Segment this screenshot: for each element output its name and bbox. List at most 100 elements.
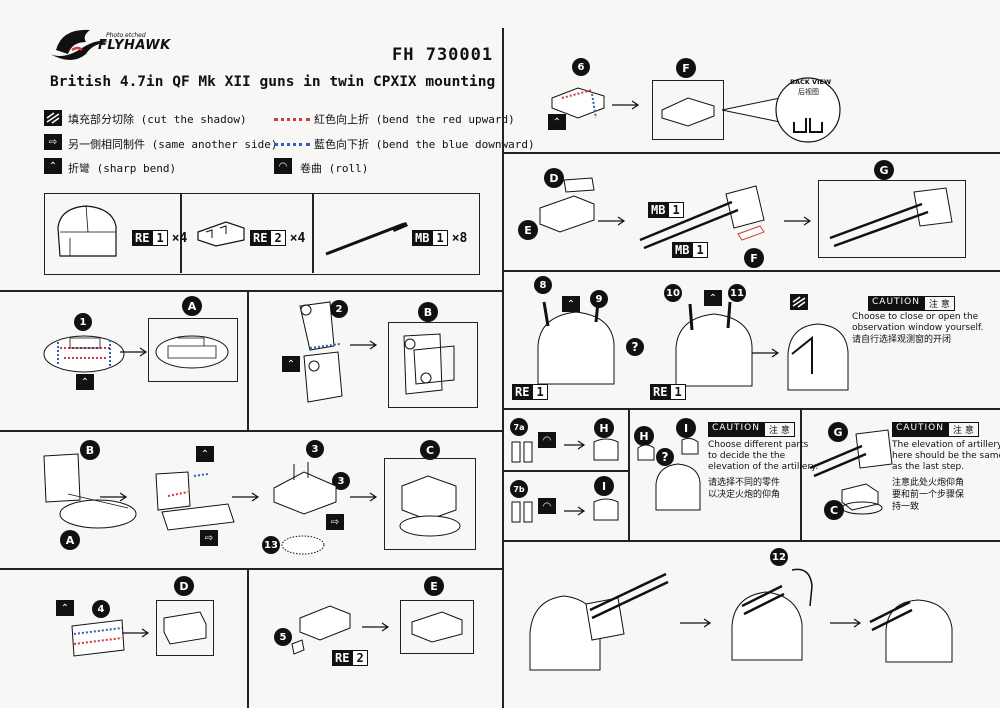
divider <box>0 290 502 292</box>
legend-red-up: 紅色向上折 (bend the red upward) <box>314 113 515 126</box>
result-E-drawing <box>411 611 463 643</box>
step4-drawing <box>71 619 125 657</box>
step7b-part <box>511 501 533 523</box>
step-number-5: 5 <box>274 628 292 646</box>
row4-mid-drawing <box>637 437 701 511</box>
label-G: G <box>874 160 894 180</box>
divider <box>800 408 802 540</box>
result-E-box <box>400 600 474 654</box>
label-F: F <box>744 248 764 268</box>
arrow-icon <box>564 440 586 450</box>
result-F-drawing <box>661 97 715 127</box>
step-number-1: 1 <box>74 313 92 331</box>
step-number-12: 12 <box>770 548 788 566</box>
arrow-icon <box>784 216 812 226</box>
step-number-9: 9 <box>590 290 608 308</box>
red-dash-line <box>274 118 310 121</box>
caution2-line-1: Choose different parts <box>708 440 809 450</box>
same-side-icon: ⇨ <box>326 514 344 530</box>
row4-right-drawing <box>809 429 893 515</box>
step-number-13: 13 <box>262 536 280 554</box>
label-E: E <box>424 576 444 596</box>
step1-drawing <box>43 335 125 373</box>
divider <box>504 270 1000 272</box>
legend-roll: 卷曲 (roll) <box>300 162 369 175</box>
sharp-bend-icon: ⌃ <box>548 114 566 130</box>
arrow-icon <box>564 506 586 516</box>
result-I-drawing <box>593 498 619 521</box>
step6-drawing <box>551 87 605 119</box>
row3-result-drawing <box>787 323 849 391</box>
caution3-line-3: as the last step. <box>892 462 965 472</box>
label-I: I <box>594 476 614 496</box>
label-D: D <box>174 576 194 596</box>
divider <box>0 568 502 570</box>
parts-divider <box>312 194 314 273</box>
divider <box>504 408 1000 410</box>
arrow-icon <box>122 628 150 638</box>
caution3-line-2: here should be the same <box>892 451 1000 461</box>
arrow-icon <box>232 492 260 502</box>
result-C-box <box>384 458 476 550</box>
caution1-line-3: 请自行选择观测窗的开闭 <box>852 335 952 345</box>
step2-drawing <box>299 301 343 403</box>
legend-sharp-bend: 折彎 (sharp bend) <box>68 162 177 175</box>
result-B-box <box>388 322 478 408</box>
arrow-icon <box>120 347 148 357</box>
same-side-icon: ⇨ <box>200 530 218 546</box>
caution2-line-3: elevation of the artillery. <box>708 462 819 472</box>
caution3-line-6: 持一致 <box>892 502 920 512</box>
step-number-4: 4 <box>92 600 110 618</box>
step-number-6: 6 <box>572 58 590 76</box>
divider <box>504 470 628 472</box>
sharp-bend-icon: ⌃ <box>76 374 94 390</box>
arrow-icon <box>100 492 128 502</box>
result-C-drawing <box>399 475 461 537</box>
sharp-bend-icon: ⌃ <box>44 158 62 174</box>
step-number-7b: 7b <box>510 480 528 498</box>
brand-logo: FLYHAWK Photo etched <box>42 20 202 72</box>
final-step2-drawing <box>731 568 813 661</box>
callout-pointer <box>721 77 841 143</box>
step8-9-drawing <box>537 301 615 385</box>
step-number-3: 3 <box>306 440 324 458</box>
step3-mid-drawing <box>155 471 235 531</box>
caution3-line-4: 注意此处火炮仰角 <box>892 478 965 488</box>
label-C: C <box>824 500 844 520</box>
caution1-line-2: observation window yourself. <box>852 323 984 333</box>
result-G-drawing <box>829 187 953 248</box>
step-number-3: 3 <box>332 472 350 490</box>
caution3-line-5: 要和前一个步骤保 <box>892 490 965 500</box>
arrow-icon <box>350 340 378 350</box>
divider <box>504 152 1000 154</box>
parts-divider <box>180 194 182 273</box>
arrow-icon <box>680 618 712 628</box>
label-C: C <box>420 440 440 460</box>
step10-11-drawing <box>675 301 753 387</box>
product-code: FH 730001 <box>392 45 494 65</box>
arrow-icon <box>350 492 378 502</box>
arrow-icon <box>362 622 390 632</box>
result-A-box <box>148 318 238 382</box>
part-mb1-drawing <box>325 222 408 256</box>
sharp-bend-icon: ⌃ <box>282 356 300 372</box>
parts-list-box <box>44 193 480 275</box>
cut-shadow-icon <box>790 294 808 310</box>
caution2-line-5: 以决定火炮的仰角 <box>708 490 781 500</box>
result-B-drawing <box>403 333 455 395</box>
divider <box>504 540 1000 542</box>
legend-blue-down: 藍色向下折 (bend the blue downward) <box>314 138 535 151</box>
label-F: F <box>676 58 696 78</box>
page-fold <box>502 28 504 708</box>
roll-icon: ◠ <box>538 498 556 514</box>
label-B: B <box>80 440 100 460</box>
result-H-drawing <box>593 438 619 461</box>
result-D-drawing <box>163 611 207 645</box>
legend-cut: 填充部分切除 (cut the shadow) <box>68 113 247 126</box>
